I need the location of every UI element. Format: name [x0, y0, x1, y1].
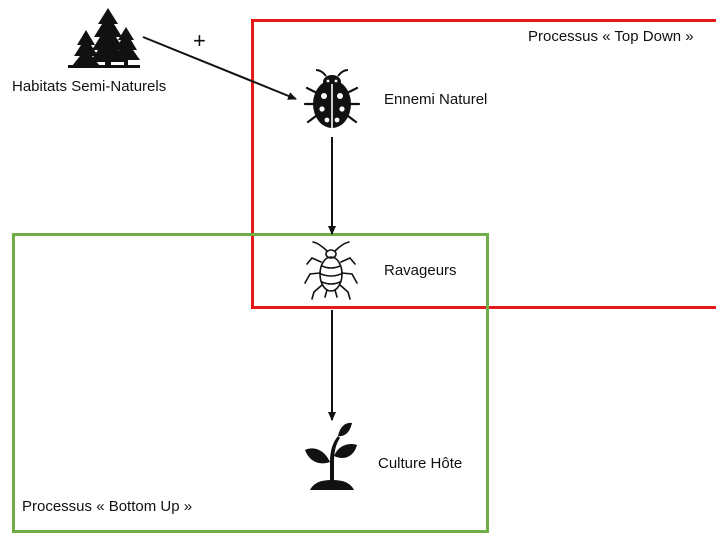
ennemi-node-label: Ennemi Naturel	[384, 91, 488, 108]
ladybug-icon	[303, 69, 361, 128]
positive-effect-label: +	[193, 28, 206, 53]
bottom-up-process-label: Processus « Bottom Up »	[22, 498, 193, 515]
diagram-canvas: Processus « Top Down » Processus « Botto…	[12, 8, 716, 533]
aphid-icon	[304, 241, 358, 300]
plant-icon	[305, 422, 357, 490]
culture-node-label: Culture Hôte	[378, 455, 463, 472]
diagram-graphics	[68, 8, 361, 490]
habitats-node-label: Habitats Semi-Naturels	[12, 78, 167, 95]
top-down-process-label: Processus « Top Down »	[528, 28, 694, 45]
trees-icon	[68, 8, 140, 68]
top-down-process-box	[251, 19, 716, 309]
edge-habitats-to-ennemi	[142, 36, 297, 100]
ravageurs-node-label: Ravageurs	[384, 262, 457, 279]
